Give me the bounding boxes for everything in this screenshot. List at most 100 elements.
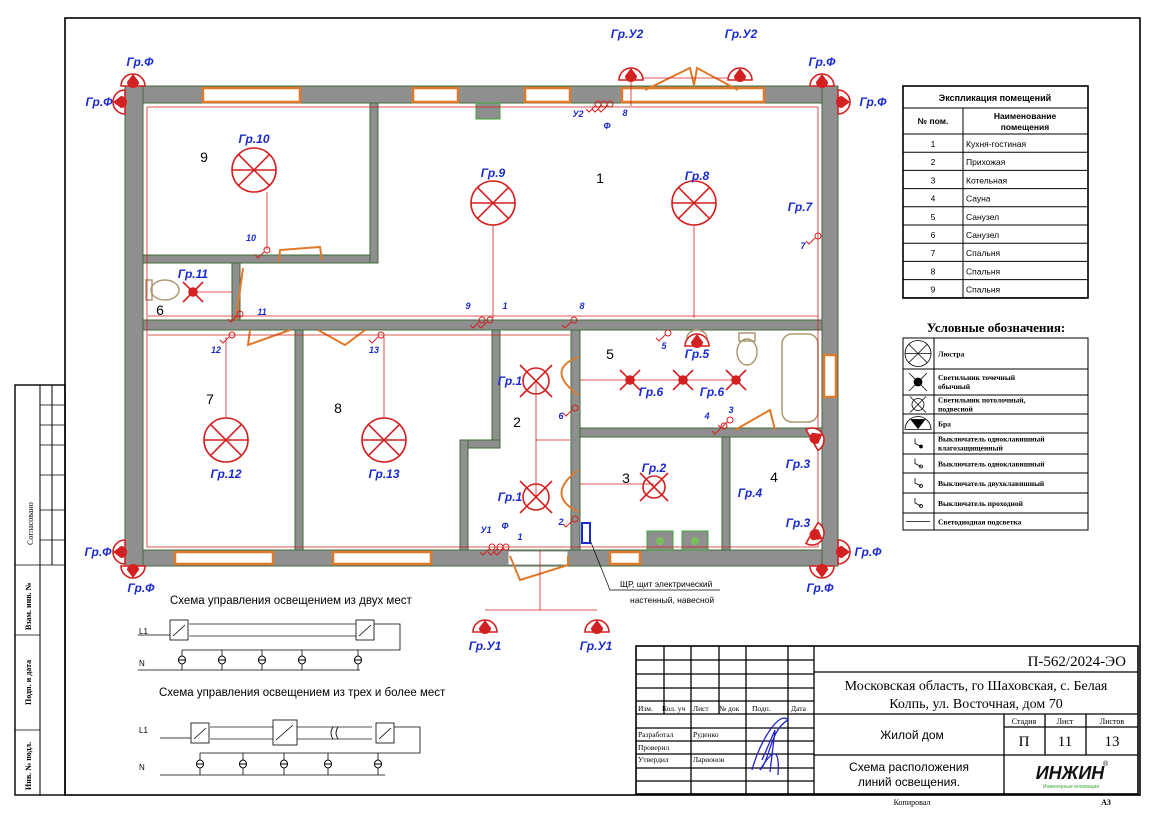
light-switch-icon[interactable] (368, 331, 385, 344)
group-label: Гр.У1 (580, 639, 613, 653)
room-name: Сауна (966, 194, 991, 204)
legend-row: Бра (903, 416, 1088, 434)
light-switch-icon[interactable] (562, 515, 579, 528)
light-switch-icon[interactable] (254, 246, 271, 259)
group-label: Гр.Ф (808, 55, 836, 69)
light-switch-icon[interactable] (717, 416, 734, 429)
room-no: 1 (931, 139, 936, 149)
light-switch-icon[interactable] (479, 543, 496, 556)
chandelier-icon (671, 180, 717, 226)
legend-label: Бра (938, 420, 951, 429)
light-switch-icon[interactable] (805, 232, 822, 245)
company-logo-sub: Инженерные инновации (1043, 784, 1099, 790)
group-label: Гр.5 (685, 347, 710, 361)
chandelier-icon (904, 340, 932, 367)
double-switch-icon (914, 478, 923, 488)
role-checked: Проверил (638, 743, 670, 752)
ceiling-light-icon (909, 396, 927, 413)
document-code: П-562/2024-ЭО (1028, 654, 1127, 670)
room-no: 3 (931, 175, 936, 185)
header-izm: Изм. (638, 704, 653, 713)
header-date: Дата (791, 704, 807, 713)
room-no: 4 (931, 194, 936, 204)
room-name: Спальня (966, 266, 1001, 276)
light-switch-icon[interactable] (477, 316, 494, 329)
switch-number: Ф (603, 121, 610, 131)
chandelier-icon (231, 147, 277, 193)
group-label: Гр.10 (238, 132, 269, 146)
switch-number: 11 (257, 307, 266, 317)
sconce-icon (618, 67, 644, 82)
legend-row: Светильник потолочный,подвесной (903, 396, 1088, 415)
lamp-icon (280, 753, 288, 775)
switch-number: 10 (246, 233, 256, 243)
switch-number: 1 (517, 532, 522, 542)
sconce-icon (836, 89, 851, 115)
role-developed: Разработал (638, 730, 674, 739)
switch-number: 8 (622, 108, 627, 118)
group-label: Гр.Ф (127, 581, 155, 595)
switch-number: 9 (465, 301, 470, 311)
chandelier-icon (470, 180, 516, 226)
drawing-title-line2: линий освещения. (858, 775, 960, 789)
neutral-label: N (139, 659, 145, 668)
spot-light-icon (908, 372, 928, 392)
sconce-icon (112, 539, 127, 565)
three-places-title: Схема управления освещением из трех и бо… (159, 687, 446, 699)
group-label: Гр.11 (178, 267, 209, 281)
name-developed: Руденко (693, 730, 719, 739)
lamp-icon (196, 753, 204, 775)
phase-label: L1 (139, 627, 148, 636)
light-switch-icon[interactable] (655, 329, 672, 342)
light-switch-icon[interactable] (561, 316, 578, 329)
group-label: Гр.Ф (84, 545, 112, 559)
sheets-total: 13 (1105, 734, 1120, 750)
light-switch-icon[interactable] (562, 404, 579, 417)
room-name: Спальня (966, 285, 1001, 295)
light-switch-icon[interactable] (493, 543, 510, 556)
sconce-icon (472, 619, 498, 634)
group-label: Гр.6 (700, 385, 725, 399)
light-switch-icon[interactable] (227, 310, 244, 323)
light-switch-icon[interactable] (711, 422, 728, 435)
drawing-title-line1: Схема расположения (849, 760, 969, 774)
group-label: Гр.1 (498, 490, 523, 504)
sconce-icon (804, 521, 825, 546)
group-label: Гр.3 (786, 516, 811, 530)
sconce-icon (112, 89, 127, 115)
passthrough-switch-icon (914, 498, 923, 508)
light-switch-icon[interactable] (469, 316, 486, 329)
lamp-icon (178, 650, 186, 670)
room-name: Прихожая (966, 157, 1006, 167)
waterproof-switch-icon (914, 438, 923, 449)
sconce-icon (120, 564, 146, 579)
stamp-agreed: Согласовано (26, 502, 35, 545)
group-label: Гр.У2 (725, 27, 758, 41)
group-label: Гр.7 (788, 200, 814, 214)
explication-row: 4 Сауна (903, 194, 1088, 208)
legend-row: Люстра (903, 340, 1088, 370)
panel-note-line2: настенный, навесной (630, 595, 714, 605)
group-label: Гр.13 (368, 467, 399, 481)
room-number: 2 (513, 414, 521, 430)
switch-number: 13 (369, 345, 379, 355)
side-stamp: Согласовано Взам. инв. № Подп. и дата Ин… (14, 384, 66, 796)
switch-number: Ф (501, 521, 508, 531)
paper-format: А3 (1101, 798, 1111, 807)
switch-number: У2 (572, 109, 583, 119)
sconce-icon (836, 539, 851, 565)
group-label: Гр.У1 (469, 639, 502, 653)
spot-light-icon (182, 281, 204, 303)
group-label: Гр.Ф (85, 95, 113, 109)
explication-col-no: № пом. (918, 116, 949, 126)
legend-label: Выключатель одноклавишный (938, 435, 1045, 444)
light-switch-icon[interactable] (219, 331, 236, 344)
electrical-panel: ЩР, щит электрический настенный, навесно… (581, 522, 720, 605)
light-switch-icon[interactable] (597, 100, 614, 113)
